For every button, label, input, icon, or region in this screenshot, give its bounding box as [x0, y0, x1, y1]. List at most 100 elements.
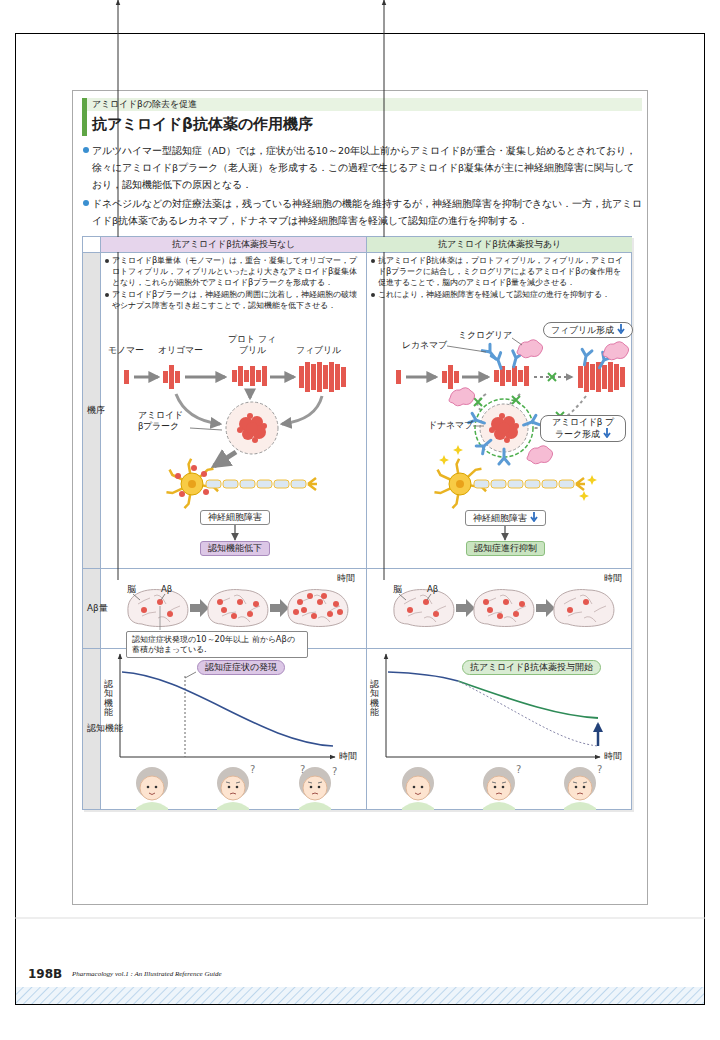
person-face: [226, 782, 240, 783]
brain: [503, 599, 509, 605]
amyloid-plaque: [226, 402, 278, 454]
person-face: [312, 793, 318, 794]
step-arrow: [536, 599, 555, 617]
neuron: [206, 480, 221, 488]
brain: [513, 611, 519, 617]
row-header: 認知機能: [83, 649, 100, 809]
column-header: 抗アミロイドβ抗体薬投与なし: [101, 237, 366, 252]
text-label: 脳: [127, 584, 136, 595]
leader-line: [133, 594, 140, 600]
neuron: [166, 459, 317, 508]
brain: [484, 598, 496, 604]
brain: [564, 598, 576, 604]
process-arrow: [282, 396, 322, 424]
person-face: [564, 802, 596, 810]
person-face: [299, 802, 331, 810]
amyloid-aggregate: [448, 365, 453, 389]
chart-axis: [386, 654, 387, 757]
brain: [407, 607, 413, 613]
chart-axis: [120, 757, 335, 758]
brain: [404, 598, 416, 604]
amyloid-aggregate: [608, 362, 613, 392]
leader-line: [133, 594, 140, 600]
flow-arrow: [234, 525, 235, 540]
text-label: ミクログリア: [458, 330, 512, 341]
neuron: [291, 480, 306, 488]
person-face: [136, 802, 168, 810]
label-box: フィブリル形成: [543, 322, 633, 338]
bullet-text: アルツハイマー型認知症（AD）では，症状が出る10～20年以上前からアミロイドβ…: [82, 142, 642, 193]
person-face: [149, 793, 155, 795]
table-grid: [100, 236, 101, 810]
leader-line: [447, 346, 486, 352]
antibody: [499, 449, 509, 464]
brain: [221, 607, 227, 613]
brain: [424, 617, 436, 622]
brain: [218, 598, 230, 604]
label-box: 認知症進行抑制: [466, 541, 545, 556]
node-text: Aβ量: [87, 604, 96, 614]
neuron: [240, 480, 255, 488]
brain: [317, 599, 323, 605]
amyloid-plaque: [498, 422, 510, 434]
brain: [247, 611, 253, 617]
amyloid-aggregate: [299, 366, 304, 388]
process-arrow: [185, 377, 225, 378]
onset-line: [185, 676, 186, 757]
brain: [394, 590, 454, 627]
brain: [237, 599, 243, 605]
process-arrow: [250, 392, 251, 398]
text-label: ?: [250, 764, 255, 777]
neuron: [449, 473, 471, 495]
treated-curve: [458, 681, 598, 718]
cognition-curve: [388, 672, 458, 681]
amyloid-plaque: [247, 413, 253, 419]
brain: [307, 593, 313, 599]
person-face: [406, 776, 430, 800]
neuron: [434, 459, 585, 508]
label-box: 抗アミロイドβ抗体薬投与開始: [462, 660, 601, 675]
person-face: [402, 767, 434, 810]
node-text: 抗アミロイドβ抗体薬投与開始: [470, 662, 593, 672]
brain: [138, 598, 150, 604]
neuron: [542, 480, 557, 488]
treated-curve: [458, 681, 598, 718]
amyloid-aggregate: [341, 367, 346, 387]
text-label: Pharmacology vol.1 : An Illustrated Refe…: [72, 970, 222, 979]
microglia: [603, 342, 629, 360]
brain: [327, 611, 333, 617]
process-arrow: [185, 376, 225, 379]
amyloid-aggregate: [494, 366, 529, 386]
bullet-text: アミロイドβ単量体（モノマー）は，重合・凝集してオリゴマー，プロトフィブリル，フ…: [104, 255, 362, 288]
process-arrow: [249, 392, 252, 398]
brain: [420, 595, 432, 604]
antibody: [482, 344, 499, 362]
brain: [554, 590, 614, 627]
neuron: [175, 473, 181, 479]
microglia: [527, 446, 553, 464]
brain: [167, 611, 173, 617]
leader-line: [190, 428, 222, 430]
step-arrow: [536, 599, 555, 617]
chart-axis: [120, 654, 121, 757]
text-label: ?: [597, 764, 602, 777]
amyloid-plaque: [246, 422, 258, 434]
leader-line: [447, 346, 486, 352]
leader-line: [399, 594, 406, 600]
neuron: [491, 480, 506, 488]
sparkle: [587, 475, 597, 485]
brain: [311, 613, 317, 619]
flow-arrow: [504, 526, 505, 540]
brain: [487, 607, 493, 613]
microglia: [449, 388, 475, 406]
chart-axis: [386, 757, 600, 758]
step-arrow: [270, 599, 289, 617]
text-label: アミロイドβの除去を促進: [92, 99, 197, 110]
block-mark: [474, 398, 482, 406]
text-label: 時間: [339, 751, 357, 762]
microglia: [527, 446, 553, 464]
leader-line: [512, 338, 522, 345]
chart-axis: [120, 654, 121, 757]
microglia: [517, 340, 543, 358]
